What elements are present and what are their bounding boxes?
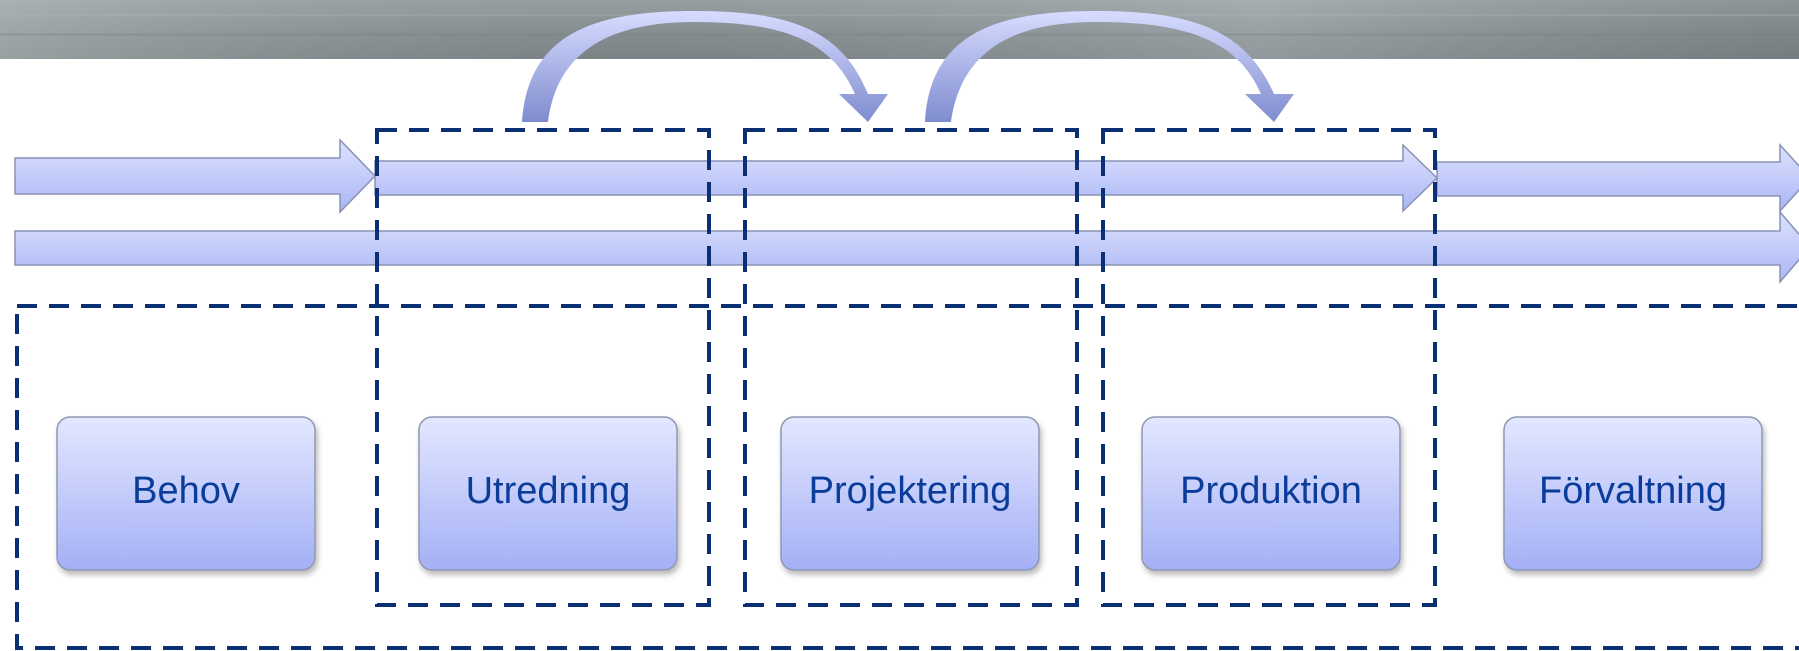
stage-label-utredning: Utredning [466,470,631,512]
dashed-frame-projektering [743,128,1079,607]
stage-label-behov: Behov [132,470,240,512]
stage-label-forvaltning: Förvaltning [1539,470,1727,512]
stage-box-projektering: Projektering [780,416,1040,571]
flow-arrow-row-2 [14,209,1799,285]
stage-box-forvaltning: Förvaltning [1503,416,1763,571]
stage-box-behov: Behov [56,416,316,571]
stage-label-projektering: Projektering [809,470,1012,512]
dashed-frame-utredning [375,128,711,607]
dashed-frame-produktion [1101,128,1437,607]
flow-arrow-row-1-segment-3 [1436,143,1799,213]
header-banner [0,0,1799,59]
stage-box-produktion: Produktion [1141,416,1401,571]
dashed-frame-outer [15,304,1799,650]
flow-arrow-row-1-segment-1 [14,138,377,214]
flow-arrow-row-1-segment-2 [374,143,1439,213]
stage-box-utredning: Utredning [418,416,678,571]
stage-label-produktion: Produktion [1180,470,1362,512]
